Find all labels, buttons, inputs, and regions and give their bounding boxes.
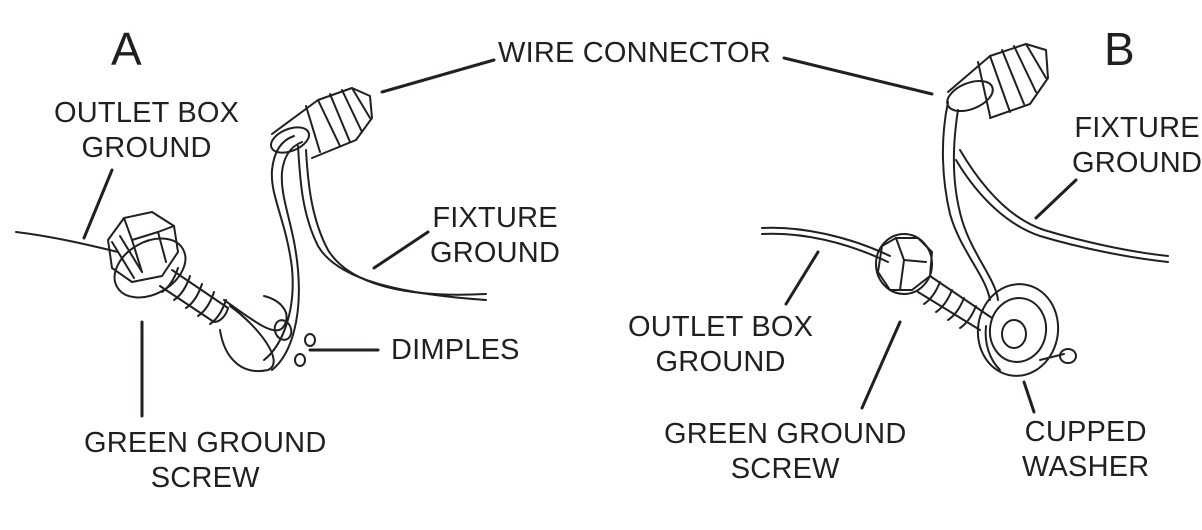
b-outlet-box-ground-line2: GROUND — [655, 346, 786, 378]
b-outlet-box-ground-label: OUTLET BOX GROUND — [628, 310, 813, 380]
panel-a-letter: A — [111, 23, 142, 75]
a-fixture-ground-line1: FIXTURE — [432, 202, 558, 234]
a-green-ground-screw-line2: SCREW — [150, 462, 260, 494]
b-outlet-box-ground-line1: OUTLET BOX — [628, 311, 814, 343]
b-fixture-leader — [1034, 178, 1078, 220]
b-cupped-washer-drawing — [976, 283, 1077, 377]
b-cupped-washer-line1: CUPPED — [1024, 416, 1147, 448]
b-wire-connector-drawing — [946, 43, 1049, 119]
b-ground-loop-wires — [941, 101, 999, 301]
b-fixture-ground-wire — [955, 159, 1169, 263]
a-outlet-box-ground-label: OUTLET BOX GROUND — [54, 96, 239, 166]
wire-connector-label: WIRE CONNECTOR — [498, 37, 771, 69]
b-green-ground-screw-line2: SCREW — [730, 453, 840, 485]
a-dimples-label: DIMPLES — [391, 334, 520, 366]
a-outlet-box-leader — [82, 168, 114, 240]
a-green-ground-screw-drawing — [107, 211, 229, 325]
panel-b-letter: B — [1104, 23, 1135, 75]
a-green-ground-screw-label: GREEN GROUND SCREW — [84, 426, 326, 496]
a-fixture-leader — [372, 230, 430, 270]
b-fixture-ground-line1: FIXTURE — [1074, 112, 1200, 144]
b-washer-leader — [1022, 380, 1036, 414]
b-outlet-box-leader — [784, 250, 820, 306]
a-fixture-ground-label: FIXTURE GROUND — [430, 201, 560, 271]
b-green-ground-screw-label: GREEN GROUND SCREW — [664, 417, 906, 487]
b-fixture-ground-label: FIXTURE GROUND — [1072, 111, 1202, 181]
b-fixture-ground-line2: GROUND — [1072, 147, 1202, 179]
a-green-ground-screw-line1: GREEN GROUND — [84, 427, 327, 459]
b-cupped-washer-label: CUPPED WASHER — [1022, 415, 1149, 485]
b-green-ground-screw-line1: GREEN GROUND — [664, 418, 907, 450]
a-outlet-box-ground-wire — [15, 231, 119, 253]
b-screw-leader — [860, 320, 902, 410]
b-green-ground-screw-drawing — [875, 233, 993, 331]
a-outlet-box-ground-line2: GROUND — [81, 132, 212, 164]
wire-connector-leader-b — [782, 56, 934, 96]
wire-connector-leader-a — [380, 58, 496, 94]
a-wire-connector-drawing — [270, 87, 373, 159]
a-fixture-ground-line2: GROUND — [430, 237, 561, 269]
b-cupped-washer-line2: WASHER — [1022, 451, 1150, 483]
a-dimples-drawing — [273, 319, 316, 367]
a-outlet-box-ground-line1: OUTLET BOX — [54, 97, 240, 129]
b-outlet-box-ground-wire — [761, 226, 891, 257]
